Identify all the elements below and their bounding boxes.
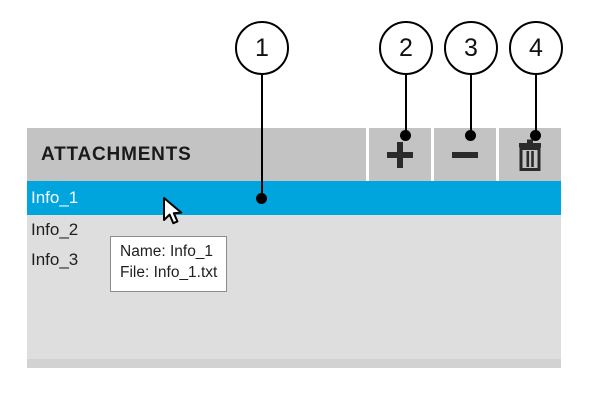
callout-marker-4: 4 [509, 21, 563, 75]
leader-line-3 [470, 75, 472, 136]
list-item[interactable]: Info_3 [31, 250, 79, 269]
attachment-tooltip: Name: Info_1 File: Info_1.txt [110, 236, 228, 292]
tooltip-line-name: Name: Info_1 [120, 243, 214, 260]
callout-marker-3: 3 [444, 21, 498, 75]
list-item[interactable]: Info_2 [31, 220, 79, 239]
leader-line-2 [405, 75, 407, 136]
attachments-panel: ATTACHMENTS Info_1 Info_2 Info_3 [27, 128, 561, 368]
tooltip-line-file: File: Info_1.txt [120, 263, 218, 281]
page-title: ATTACHMENTS [41, 143, 192, 165]
trash-icon [519, 139, 541, 171]
plus-icon [387, 142, 413, 168]
list-item[interactable]: Info_1 [27, 181, 561, 215]
remove-attachment-button[interactable] [431, 128, 496, 181]
callout-marker-1: 1 [235, 21, 289, 75]
leader-line-4 [535, 75, 537, 136]
minus-icon [452, 151, 478, 158]
delete-attachment-button[interactable] [496, 128, 561, 181]
attachments-panel-header: ATTACHMENTS [27, 128, 561, 181]
mouse-pointer-icon [162, 197, 186, 232]
add-attachment-button[interactable] [366, 128, 431, 181]
panel-footer-strip [27, 359, 561, 368]
callout-marker-2: 2 [379, 21, 433, 75]
attachments-list[interactable]: Info_1 Info_2 Info_3 [27, 181, 561, 275]
